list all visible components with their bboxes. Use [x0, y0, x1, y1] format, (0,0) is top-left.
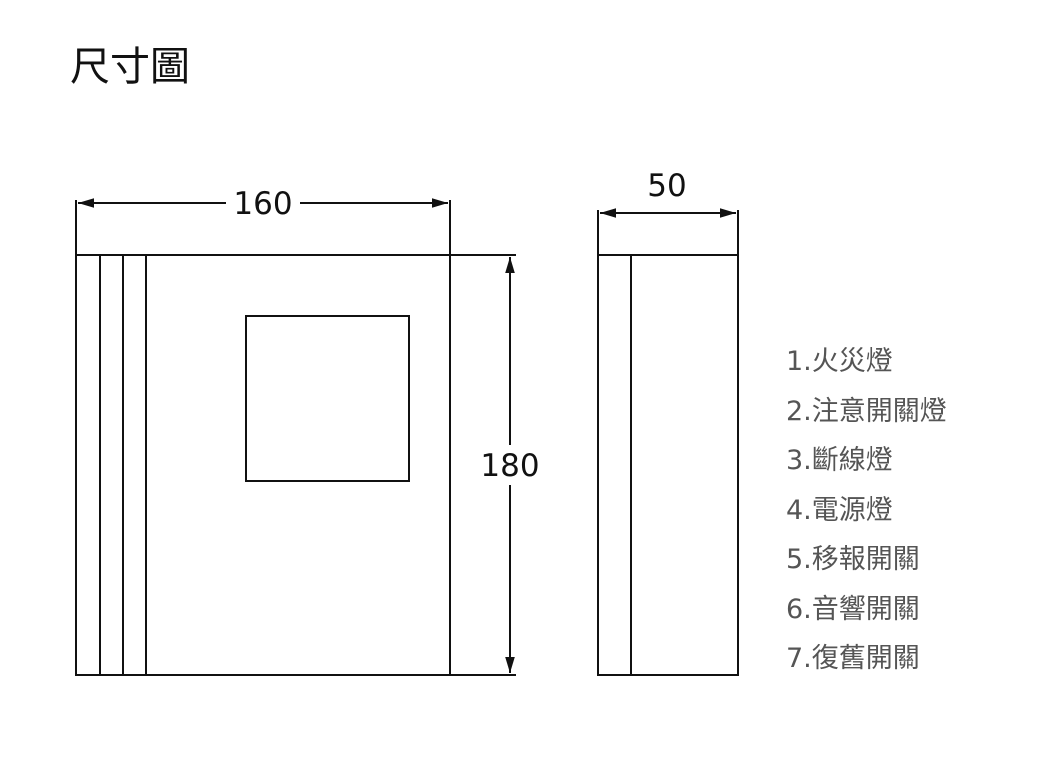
legend-item: 7.復舊開關 [786, 643, 920, 674]
page-title: 尺寸圖 [70, 44, 190, 90]
front-outline [75, 254, 451, 676]
side-view [597, 254, 739, 676]
legend-item: 3.斷線燈 [786, 445, 893, 476]
width-dimension: 160 [75, 186, 451, 255]
height-label: 180 [480, 448, 539, 484]
depth-label: 50 [647, 168, 686, 204]
legend-item: 1.火災燈 [786, 346, 893, 377]
front-view [75, 254, 451, 676]
legend-item: 2.注意開關燈 [786, 396, 947, 427]
height-dimension: 180 [450, 254, 540, 676]
width-label: 160 [233, 186, 292, 222]
depth-dimension: 50 [597, 168, 739, 255]
legend-item: 4.電源燈 [786, 495, 893, 526]
legend-item: 5.移報開關 [786, 544, 920, 575]
legend: 1.火災燈 2.注意開關燈 3.斷線燈 4.電源燈 5.移報開關 6.音響開關 … [786, 346, 947, 674]
legend-item: 6.音響開關 [786, 594, 920, 625]
display-window [245, 315, 410, 482]
side-outline [597, 254, 739, 676]
